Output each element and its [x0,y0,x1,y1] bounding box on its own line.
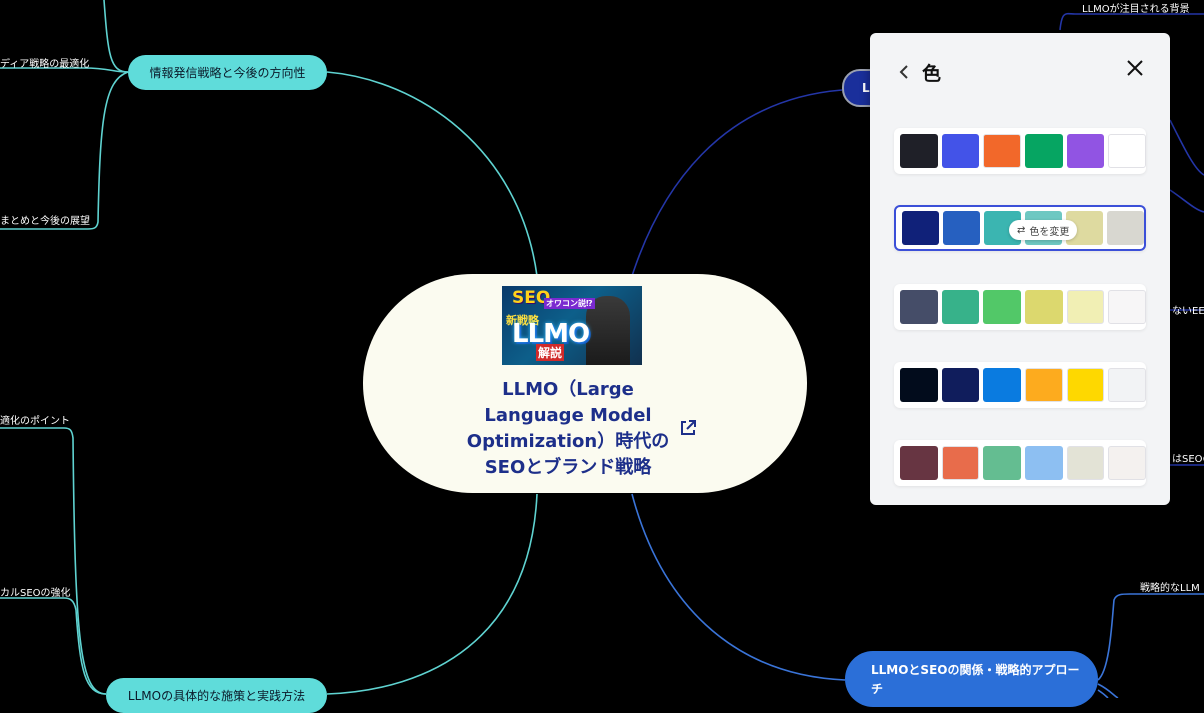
thumbnail-seo-text: SEO [512,288,551,308]
root-title: LLMO（Large Language Model Optimization）時… [466,379,670,478]
color-swatch[interactable] [1108,134,1146,168]
palette-row[interactable] [894,440,1146,486]
color-swatch[interactable] [983,134,1021,168]
color-swatch[interactable] [900,368,938,402]
color-swatch[interactable] [1066,290,1105,324]
change-color-tooltip[interactable]: ⇄色を変更 [1009,220,1078,240]
color-panel-title: 色 [922,63,942,85]
branch-llmo-measures[interactable]: LLMOの具体的な施策と実践方法 [106,678,327,713]
root-thumbnail-image: SEO オワコン説⁉ 新戦略 LLMO 解説 [502,286,642,365]
leaf-local-seo[interactable]: カルSEOの強化 [0,588,71,599]
palette-row[interactable] [894,362,1146,408]
color-swatch[interactable] [1024,446,1063,480]
color-swatch[interactable] [1024,290,1063,324]
mindmap-edges [0,0,1204,698]
color-swatch[interactable] [1024,368,1063,402]
color-swatch[interactable] [1108,446,1146,480]
color-swatch[interactable] [902,211,939,245]
color-swatch[interactable] [1066,134,1105,168]
palette-row[interactable]: ⇄色を変更 [894,205,1146,251]
close-icon[interactable] [1124,57,1146,79]
branch-llmo-seo-relation-line2: チ [871,682,884,696]
color-swatch[interactable] [900,134,938,168]
color-swatch[interactable] [900,290,938,324]
color-swatch[interactable] [900,446,938,480]
color-swatch[interactable] [941,368,980,402]
leaf-media-strategy[interactable]: ディア戦略の最適化 [0,59,90,70]
thumbnail-explain-text: 解説 [536,344,565,361]
leaf-seo-part[interactable]: はSEOの [1172,454,1204,465]
color-swatch[interactable] [1066,446,1105,480]
color-swatch[interactable] [1107,211,1144,245]
color-swatch[interactable] [943,211,980,245]
branch-llmo-seo-relation-line1: LLMOとSEOの関係・戦略的アプロー [871,663,1080,677]
color-swatch[interactable] [983,368,1021,402]
color-swatch[interactable] [941,290,980,324]
color-swatch[interactable] [1108,368,1146,402]
leaf-summary-outlook[interactable]: まとめと今後の展望 [0,216,90,227]
color-swatch[interactable] [1024,134,1063,168]
thumbnail-new-strategy: 新戦略 [506,314,539,327]
palette-row[interactable] [894,284,1146,330]
root-node[interactable]: SEO オワコン説⁉ 新戦略 LLMO 解説 LLMO（Large Langua… [363,274,807,493]
branch-llmo-seo-relation[interactable]: LLMOとSEOの関係・戦略的アプロー チ [845,651,1098,707]
palette-row[interactable] [894,128,1146,174]
leaf-optimization-points[interactable]: 適化のポイント [0,416,70,427]
external-link-icon[interactable] [679,419,697,437]
leaf-llmo-background[interactable]: LLMOが注目される背景 [1082,4,1190,15]
leaf-eeat[interactable]: ないEEA [1172,306,1204,317]
branch-info-strategy[interactable]: 情報発信戦略と今後の方向性 [128,55,327,90]
color-swatch[interactable] [941,134,980,168]
color-swatch[interactable] [983,446,1021,480]
change-color-label: 色を変更 [1029,226,1070,238]
thumbnail-subtitle: オワコン説⁉ [544,298,595,309]
color-swatch[interactable] [941,446,980,480]
color-swatch[interactable] [983,290,1021,324]
color-swatch[interactable] [1066,368,1105,402]
swap-icon: ⇄ [1017,224,1026,236]
color-swatch[interactable] [1108,290,1146,324]
color-panel: 色 ⇄色を変更 [870,33,1170,505]
back-chevron-icon[interactable] [897,61,911,83]
leaf-strategic-llmo[interactable]: 戦略的なLLM [1140,583,1200,594]
